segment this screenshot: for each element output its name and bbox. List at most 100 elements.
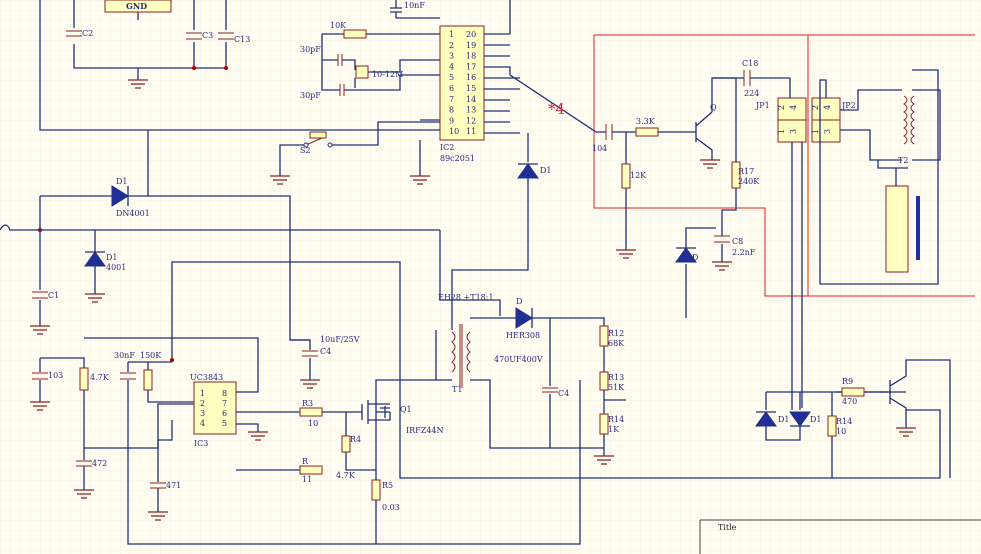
d1-right-label: D1 (778, 415, 790, 424)
r240k-label: 240K (738, 177, 760, 186)
rectifier-left (0, 130, 440, 341)
c4-hv-label: C4 (558, 389, 569, 398)
ic2-pin-left: 9 (449, 116, 454, 125)
c22nf-label: 2.2nF (732, 248, 756, 257)
r11-label-r: R (302, 457, 309, 466)
ic2-pin-right: 20 (466, 30, 476, 39)
uc3843-pin-right: 8 (222, 389, 227, 398)
uc3843-pin-right: 7 (222, 399, 227, 408)
cap-10nf-top-label: 10nF (404, 1, 425, 10)
r3-label: R3 (302, 399, 313, 408)
t1-label: T1 (452, 385, 462, 394)
c224-label: 224 (744, 89, 759, 98)
ic2-pin-right: 18 (466, 52, 476, 61)
ic2-pin-left: 2 (449, 41, 454, 50)
ic2-pin-right: 15 (466, 84, 476, 93)
ic2-pin-right: 12 (466, 116, 476, 125)
r68k-label: 68K (608, 339, 625, 348)
eh28-label: EH28 +T18:1 (438, 293, 494, 302)
xtal-label: 10-12M (372, 70, 403, 79)
dn4001-label: DN4001 (116, 209, 150, 218)
r5-label: R5 (382, 481, 393, 490)
ic3-label: IC3 (194, 439, 208, 448)
ic2-pin-right: 17 (466, 62, 476, 71)
red-region-boxes (593, 34, 975, 297)
ic2-pin-left: 1 (449, 30, 454, 39)
c471-label: 471 (166, 481, 181, 490)
ic2-pin-left: 6 (449, 84, 454, 93)
ic2-label: IC2 (440, 143, 454, 152)
gate-drive (236, 400, 391, 544)
c-hv-label: 470UF400V (494, 355, 543, 364)
jp1-pin: 1 (777, 129, 786, 134)
c8-label: C8 (732, 237, 743, 246)
d1-top-label: D1 (116, 177, 128, 186)
ic2-pin-left: 7 (449, 95, 454, 104)
ic2-pin-left: 4 (449, 62, 454, 71)
ic2-chip (410, 0, 597, 185)
jp1-pin: 4 (789, 105, 798, 110)
c2-label: C2 (82, 29, 93, 38)
c18-label: C18 (742, 59, 758, 68)
ic2-pin-left: 10 (449, 127, 459, 136)
c472-label: 472 (92, 459, 107, 468)
r14b-label: R14 (836, 417, 852, 426)
uc3843-label: UC3843 (190, 373, 223, 382)
uc3843-pin-left: 1 (200, 389, 205, 398)
ic2-pin-right: 16 (466, 73, 476, 82)
top-left-caps (39, 0, 440, 131)
jumpers (777, 69, 939, 410)
uc3843-pin-right: 5 (222, 419, 227, 428)
c10uf-label: 10uF/25V (320, 335, 360, 344)
d-hv-label: D (516, 297, 522, 306)
r10k-label: 10K (330, 21, 347, 30)
uc3843-pin-right: 6 (222, 409, 227, 418)
uc3843-pin-left: 4 (200, 419, 205, 428)
c4-label: C4 (320, 347, 331, 356)
r13-label: R13 (608, 373, 624, 382)
jp2-pin: 4 (823, 105, 832, 110)
jp2-pin: 3 (823, 129, 832, 134)
q-top-label: Q (710, 103, 717, 112)
jp1-pin: 2 (777, 105, 786, 110)
q1-label: Q1 (400, 405, 412, 414)
r1k-label: 1K (608, 425, 620, 434)
r47-label: 4.7K (336, 471, 356, 480)
ic2-pin-left: 8 (449, 106, 454, 115)
controller-area (30, 337, 581, 545)
t2-label: T2 (898, 156, 908, 165)
gnd-box-label: GND (126, 1, 147, 11)
d1-mid-diode (517, 133, 539, 230)
c3-label: C3 (202, 31, 213, 40)
d-lower-label: D (692, 253, 698, 262)
oscillator-section (596, 70, 790, 316)
c1-label: C1 (48, 291, 59, 300)
ic2-pin-right: 14 (466, 95, 476, 104)
ic2-pin-right: 19 (466, 41, 476, 50)
jp1-pin: 3 (789, 129, 798, 134)
r4-label: R4 (350, 435, 361, 444)
feedback-section (755, 359, 951, 478)
uc3843-pin-left: 3 (200, 409, 205, 418)
her308-label: HER308 (506, 331, 540, 340)
r51k-label: 51K (608, 383, 625, 392)
r12k-label: 12K (630, 171, 647, 180)
jp2-label: JP2 (841, 101, 856, 110)
title-block (699, 519, 981, 554)
t1-transformer (375, 317, 604, 449)
r47k-label: 4.7K (90, 373, 110, 382)
c4-10uf-cap (290, 339, 320, 389)
c103-label: 103 (48, 371, 63, 380)
supply-rail (171, 230, 941, 479)
jp2-pin: 1 (811, 129, 820, 134)
d4001-label: 4001 (106, 263, 126, 272)
irf-label: IRFZ44N (406, 426, 443, 435)
r10b-label: 10 (836, 427, 846, 436)
ic2-pin-left: 3 (449, 52, 454, 61)
t2-transformer (840, 89, 941, 273)
ic2-part-label: 89c2051 (440, 154, 475, 163)
